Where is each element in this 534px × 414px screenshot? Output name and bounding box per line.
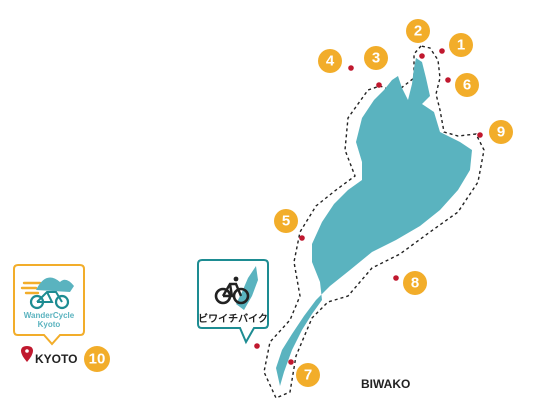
biwaichi-bike-sign[interactable]: ビワイチバイク — [197, 259, 269, 345]
lake-label: BIWAKO — [361, 377, 410, 391]
spot-3-marker — [376, 82, 382, 88]
spot-badge-8[interactable]: 8 — [403, 271, 427, 295]
svg-text:6: 6 — [463, 77, 471, 94]
spot-badge-4[interactable]: 4 — [318, 49, 342, 73]
spot-6-marker — [445, 77, 451, 83]
svg-text:4: 4 — [326, 53, 335, 70]
spot-badge-2[interactable]: 2 — [406, 19, 430, 43]
spot-badge-6[interactable]: 6 — [455, 73, 479, 97]
svg-text:8: 8 — [411, 275, 419, 292]
kyoto-label-group: KYOTO — [21, 346, 77, 366]
wandercycle-bike-icon — [20, 277, 74, 310]
svg-text:1: 1 — [457, 37, 465, 54]
sign-marker — [254, 343, 260, 349]
lake-biwa — [276, 58, 472, 386]
biwaichi-logo-label: ビワイチバイク — [198, 312, 268, 325]
svg-text:3: 3 — [372, 50, 380, 67]
biwaichi-bike-icon — [214, 276, 250, 305]
wandercycle-logo-line1: WanderCycle — [24, 311, 75, 320]
spot-badge-9[interactable]: 9 — [489, 120, 513, 144]
svg-text:2: 2 — [414, 23, 422, 40]
location-pin-icon — [21, 346, 33, 362]
spot-badge-1[interactable]: 1 — [449, 33, 473, 57]
svg-text:5: 5 — [282, 213, 290, 230]
cycling-route — [263, 45, 485, 399]
wandercycle-logo-line2: Kyoto — [38, 320, 61, 329]
kyoto-label: KYOTO — [35, 352, 77, 366]
svg-text:9: 9 — [497, 124, 505, 141]
biwaichi-lake-icon — [236, 266, 258, 310]
spot-badge-10[interactable]: 10 — [84, 346, 110, 372]
spot-8-marker — [393, 275, 399, 281]
spot-5-marker — [299, 235, 305, 241]
spot-badge-5[interactable]: 5 — [274, 209, 298, 233]
wandercycle-kyoto-sign[interactable]: WanderCycle Kyoto — [13, 264, 85, 346]
spot-2-marker — [419, 53, 425, 59]
spot-1-marker — [439, 48, 445, 54]
spot-9-marker — [477, 132, 483, 138]
spot-badge-7[interactable]: 7 — [296, 363, 320, 387]
spot-7-marker — [288, 359, 294, 365]
svg-text:10: 10 — [89, 351, 106, 368]
svg-text:7: 7 — [304, 367, 312, 384]
spot-4-marker — [348, 65, 354, 71]
spot-badge-3[interactable]: 3 — [364, 46, 388, 70]
